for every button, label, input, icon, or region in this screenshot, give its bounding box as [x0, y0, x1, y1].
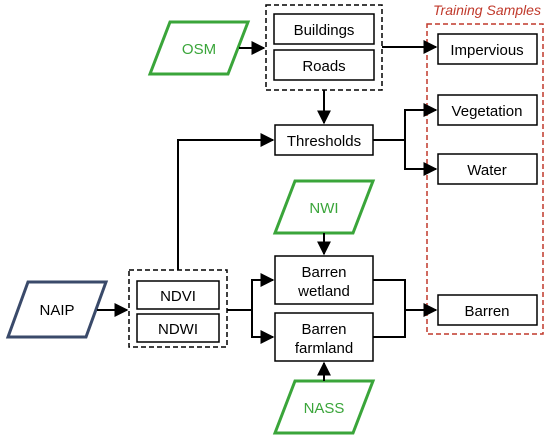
- arrow-thresholds-to-water: [404, 140, 438, 176]
- barren-label: Barren: [464, 303, 509, 320]
- connectors: [97, 40, 438, 381]
- ndvi-label: NDVI: [160, 288, 196, 305]
- ndwi-box: [136, 313, 220, 343]
- training-samples-title: Training Samples: [433, 2, 541, 18]
- nwi-input-label: NWI: [309, 200, 338, 217]
- ndvi-box: [136, 280, 220, 310]
- roads-label: Roads: [302, 58, 345, 75]
- barren-box: [437, 294, 538, 326]
- arrow-indices-to-thresholds: [177, 133, 275, 270]
- vegetation-box: [437, 94, 538, 126]
- buildings-box: [273, 13, 375, 45]
- nwi-input-shape: [272, 179, 376, 235]
- barren-wetland-label-line2: wetland: [297, 283, 350, 300]
- impervious-label: Impervious: [450, 42, 523, 59]
- water-label: Water: [467, 162, 506, 179]
- barren-farmland-box: [274, 312, 374, 362]
- naip-input-shape: [5, 280, 109, 339]
- nass-input-shape: [272, 379, 376, 435]
- naip-input-label: NAIP: [39, 302, 74, 319]
- vegetation-label: Vegetation: [452, 103, 523, 120]
- nass-input-label: NASS: [304, 400, 345, 417]
- barren-farmland-label-line1: Barren: [301, 321, 346, 338]
- arrow-thresholds-to-vegetation: [404, 103, 438, 140]
- thresholds-label: Thresholds: [287, 133, 361, 150]
- arrow-indices-to-barren-farmland: [251, 310, 275, 344]
- osm-input-label: OSM: [182, 41, 216, 58]
- training-samples-group: [426, 23, 544, 335]
- barren-farmland-label-line2: farmland: [295, 340, 353, 357]
- water-box: [437, 153, 538, 185]
- buildings-label: Buildings: [294, 22, 355, 39]
- impervious-box: [437, 33, 538, 65]
- line-barren-wetland-out: [373, 279, 406, 338]
- osm-input-shape: [147, 20, 251, 76]
- roads-box: [273, 49, 375, 81]
- arrow-indices-to-barren-wetland: [251, 273, 275, 310]
- barren-wetland-label-line1: Barren: [301, 264, 346, 281]
- ndwi-label: NDWI: [158, 321, 198, 338]
